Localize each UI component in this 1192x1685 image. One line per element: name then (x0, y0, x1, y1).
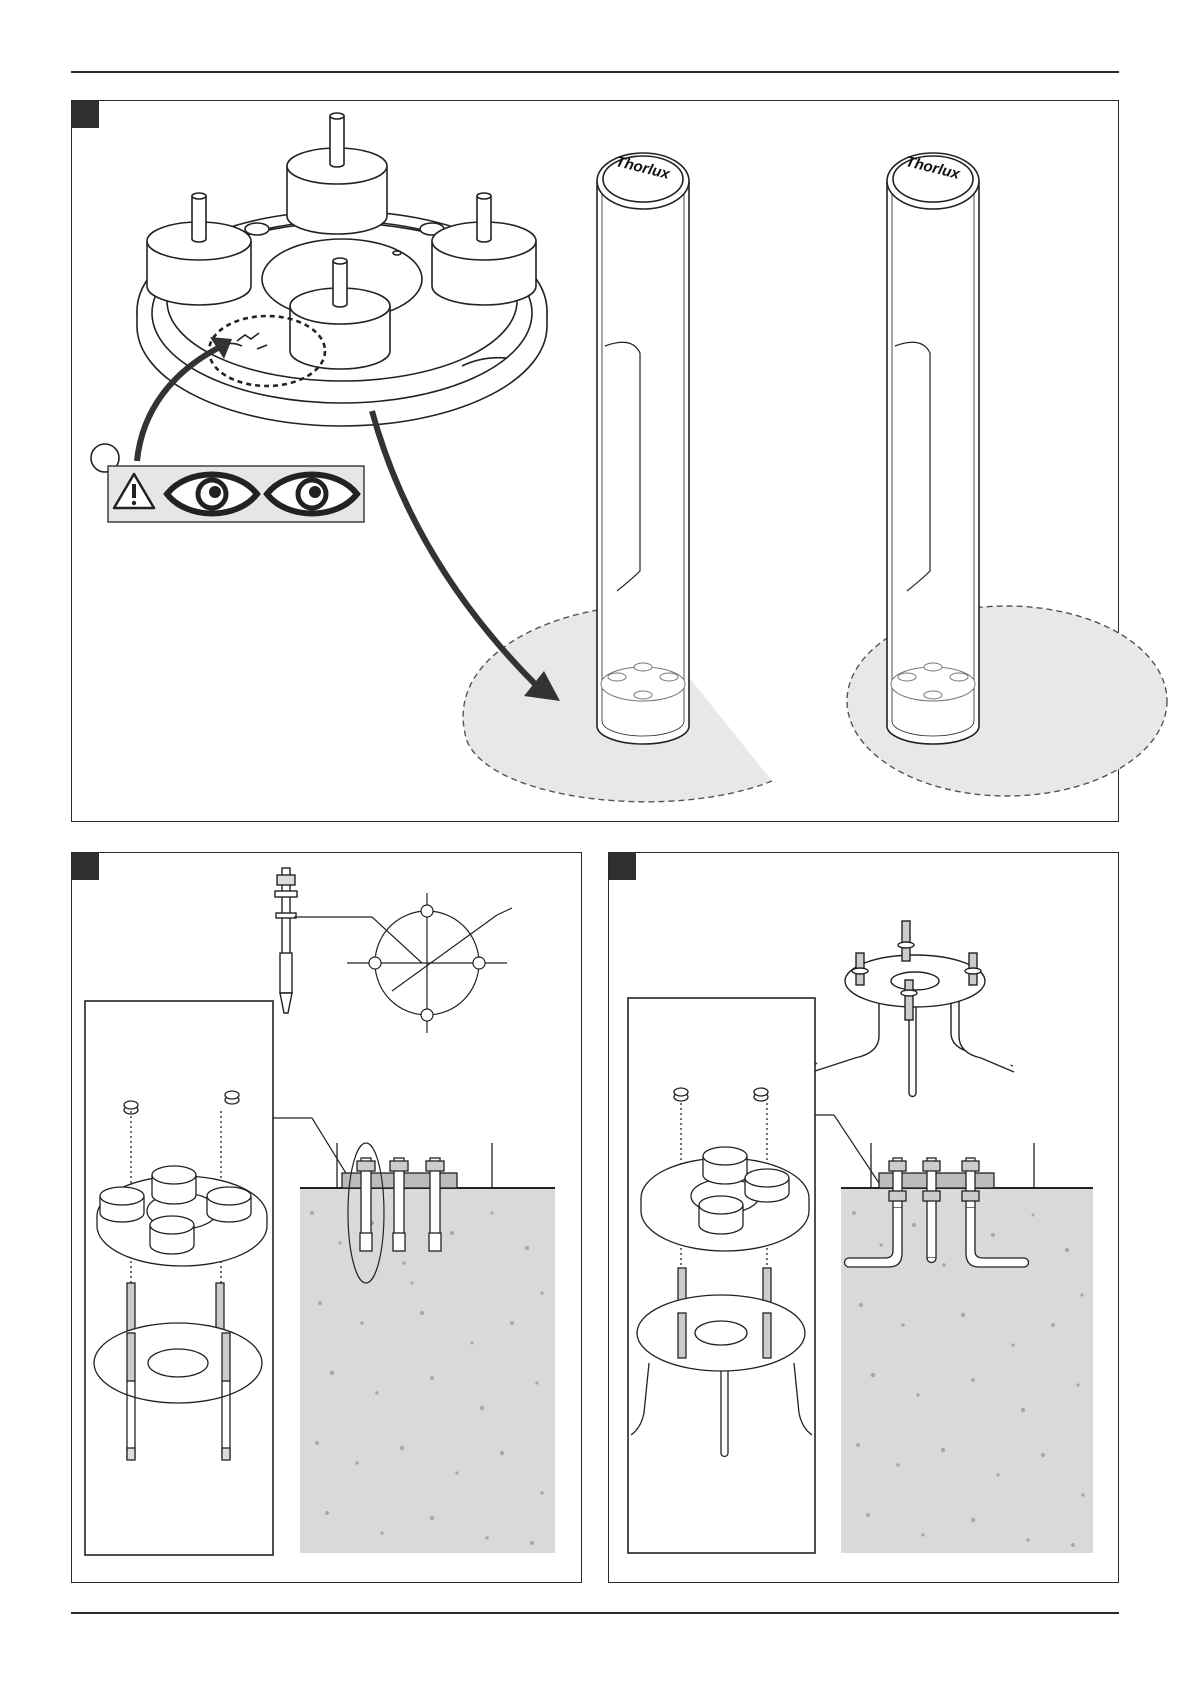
drill-template (347, 893, 512, 1033)
bollard-left (597, 153, 689, 744)
inset-box (628, 998, 815, 1553)
base-plate (137, 113, 547, 426)
bollard-right (887, 153, 979, 744)
step-3-panel (608, 852, 1119, 1583)
concrete-block (300, 1188, 555, 1553)
footer-rule (71, 1612, 1119, 1614)
header-rule (71, 71, 1119, 73)
step-3-illustration (609, 853, 1120, 1584)
step-1-illustration: Thorlux Thorlux (72, 101, 1120, 823)
anchor-cage (809, 921, 1014, 1097)
inset-box (85, 1001, 273, 1555)
step-2-illustration (72, 853, 583, 1584)
eye-icon (167, 475, 257, 514)
eye-icon (267, 475, 357, 514)
step-1-panel: Thorlux Thorlux (71, 100, 1119, 822)
anchor-bolt (275, 868, 297, 1013)
step-2-panel (71, 852, 582, 1583)
